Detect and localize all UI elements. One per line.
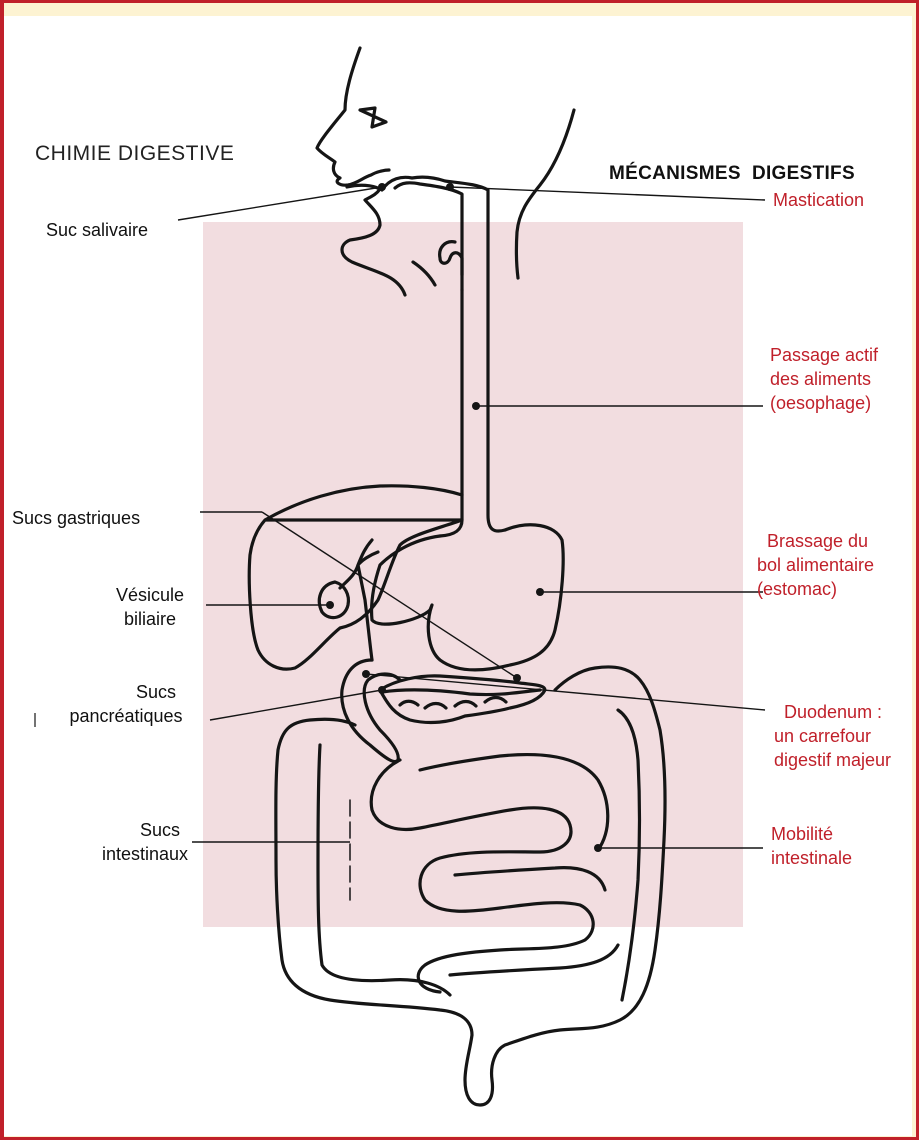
label-sucs-gastriques: Sucs gastriques — [12, 506, 140, 530]
label-mastication: Mastication — [773, 188, 864, 212]
label-vesicule-biliaire: Vésicule biliaire — [100, 583, 200, 631]
title-mecanismes-digestifs: MÉCANISMES DIGESTIFS — [609, 163, 855, 185]
head-profile — [317, 48, 389, 185]
dot-salivaire — [378, 183, 386, 191]
label-suc-salivaire: Suc salivaire — [46, 218, 148, 242]
dot-pancreatiques — [378, 686, 386, 694]
label-oesophage: Passage actif des aliments (oesophage) — [770, 343, 878, 415]
label-estomac-line1: Brassage du — [757, 529, 874, 553]
label-intestin-line2: intestinale — [771, 846, 852, 870]
label-estomac: Brassage du bol alimentaire (estomac) — [757, 529, 874, 601]
leader-mastication — [450, 187, 765, 200]
label-intestinaux-line2: intestinaux — [90, 842, 200, 866]
label-estomac-line2: bol alimentaire — [757, 553, 874, 577]
label-pancreatiques-line1: Sucs — [46, 680, 206, 704]
dot-intestin — [594, 844, 602, 852]
label-oesophage-line1: Passage actif — [770, 343, 878, 367]
label-duodenum-line3: digestif majeur — [774, 748, 891, 772]
leader-salivaire — [178, 187, 382, 220]
label-sucs-intestinaux: Sucs intestinaux — [90, 818, 200, 866]
dot-vesicule — [326, 601, 334, 609]
label-vesicule-line1: Vésicule — [100, 583, 200, 607]
title-chimie-digestive: CHIMIE DIGESTIVE — [35, 142, 234, 166]
label-vesicule-line2: biliaire — [100, 607, 200, 631]
label-duodenum: Duodenum : un carrefour digestif majeur — [774, 700, 891, 772]
label-intestin-line1: Mobilité — [771, 822, 852, 846]
label-estomac-line3: (estomac) — [757, 577, 874, 601]
dot-duodenum — [362, 670, 370, 678]
label-sucs-pancreatiques: Sucs pancréatiques — [46, 680, 206, 728]
label-pancreatiques-line2: pancréatiques — [46, 704, 206, 728]
label-duodenum-line1: Duodenum : — [774, 700, 891, 724]
label-duodenum-line2: un carrefour — [774, 724, 891, 748]
dot-oesophage — [472, 402, 480, 410]
label-mobilite-intestinale: Mobilité intestinale — [771, 822, 852, 870]
dot-gastriques — [513, 674, 521, 682]
background-panel — [203, 222, 743, 927]
label-oesophage-line2: des aliments — [770, 367, 878, 391]
dot-mastication — [446, 183, 454, 191]
label-oesophage-line3: (oesophage) — [770, 391, 878, 415]
eye — [360, 108, 386, 127]
label-intestinaux-line1: Sucs — [90, 818, 200, 842]
dot-estomac — [536, 588, 544, 596]
